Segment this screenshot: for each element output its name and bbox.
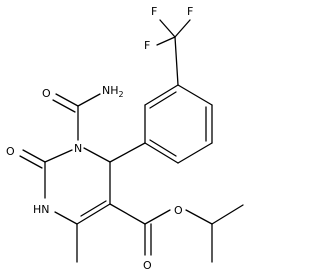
bond-n3-c2 [44, 149, 73, 163]
bond-cf3-f-top-left [159, 19, 176, 38]
bond-phenyl-c1-c2 [177, 84, 213, 106]
bond-isopropyl-upper-methyl [211, 204, 244, 225]
bond-ester-oxygen-to-isopropyl [185, 209, 213, 225]
ring-carbonyl-oxygen-label: O [6, 145, 15, 158]
bond-phenyl-c6-c1 [144, 84, 179, 106]
bond-phenyl-c4-c5 [144, 142, 179, 164]
bond-amide-carbonyl-2 [52, 99, 76, 113]
bond-amide-carbonyl-1 [55, 93, 79, 107]
bond-ester-carbon-to-oxygen [144, 209, 171, 225]
molecule-structure-diagram: F F F NH2 O O N HN O O [6, 5, 244, 272]
amide-oxygen-label: O [42, 87, 51, 100]
bond-phenyl-c6-c1-double [149, 91, 177, 109]
bond-c4-n3 [83, 147, 111, 163]
bond-phenyl-to-c4 [109, 142, 146, 163]
ester-ether-oxygen-label: O [174, 204, 183, 217]
bond-c6-c5-double [80, 200, 107, 217]
bond-c2-carbonyl-2 [19, 155, 43, 169]
bond-c5-ester-carbon [109, 203, 146, 225]
bonds [19, 19, 244, 263]
amide-nh-text: NH [102, 84, 119, 97]
ring-nitrogen-n3-label: N [74, 142, 82, 155]
ester-carbonyl-oxygen-label: O [143, 259, 152, 272]
bond-amide-to-nh2 [77, 93, 101, 107]
bond-cf3-f-lower-left [156, 36, 176, 46]
ring-nh-n1-label: HN [33, 203, 50, 216]
amide-nh2-label: NH2 [102, 84, 124, 99]
bond-cf3-f-top-right [174, 19, 191, 38]
amide-nh2-subscript: 2 [119, 90, 124, 99]
fluorine-label-lower-left: F [144, 39, 150, 52]
bond-c2-carbonyl-1 [22, 149, 46, 163]
bond-cf3-to-ring [174, 36, 179, 86]
bond-c6-c5 [76, 203, 111, 225]
bond-n1-c6 [54, 211, 78, 225]
atom-labels: F F F NH2 O O N HN O O [6, 5, 193, 272]
bond-phenyl-c4-c5-double [149, 139, 177, 157]
fluorine-label-top-left: F [151, 5, 157, 18]
bond-phenyl-c3-c4 [177, 142, 213, 164]
fluorine-label-top-right: F [187, 5, 193, 18]
